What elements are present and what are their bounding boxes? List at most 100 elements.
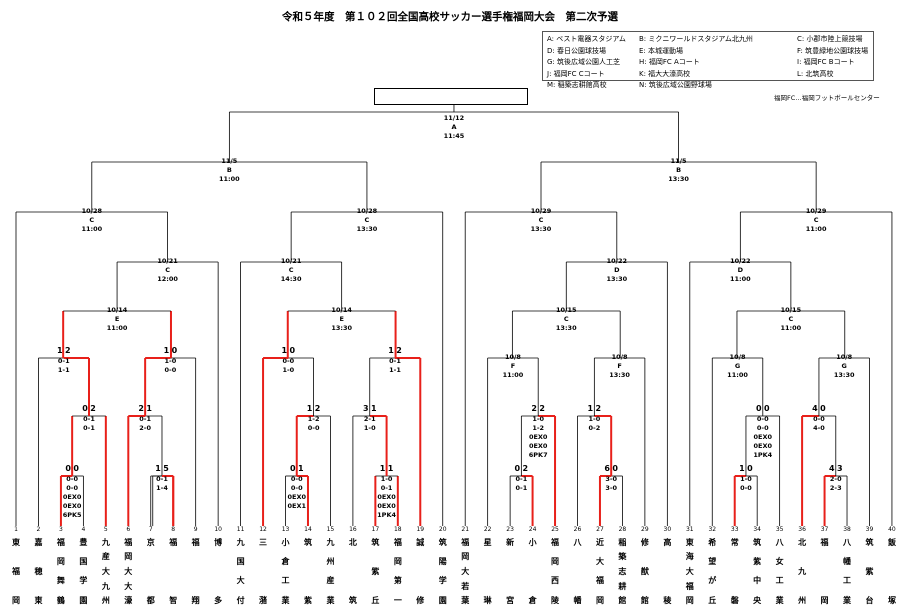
team-name-char: 福: [168, 537, 177, 547]
team-name-char: 福: [11, 566, 20, 576]
score-detail: 0EX0: [63, 502, 82, 510]
team-number: 2: [37, 526, 41, 533]
score-detail: 0-0: [308, 424, 320, 432]
team-name-char: 第: [394, 575, 402, 585]
score-right: 3: [837, 464, 843, 473]
score-detail: 1PK4: [753, 451, 772, 459]
score-left: 1: [164, 346, 170, 355]
score-detail: 0-0: [291, 484, 303, 492]
score-left: 1: [57, 346, 63, 355]
team-name-char: 希: [708, 537, 716, 547]
team-number: 21: [461, 526, 469, 533]
match-time: 11:00: [81, 225, 102, 233]
team-name-char: 岡: [596, 596, 604, 605]
venue-item: F: 筑豊緑地公園球技場: [797, 46, 869, 55]
team-name-char: 福: [685, 581, 694, 591]
team-name-char: 岡: [394, 557, 402, 566]
team-name-char: 修: [640, 537, 650, 547]
team-name-char: 大: [596, 556, 604, 566]
team-name-char: 幡: [843, 556, 852, 566]
team-name-char: 修: [415, 595, 425, 605]
score-right: 1: [371, 404, 377, 413]
score-detail: 1-0: [740, 475, 752, 483]
score-detail: 0EX0: [754, 442, 773, 450]
score-detail: 1-1: [58, 366, 70, 374]
team-name-char: 国: [237, 556, 245, 566]
team-name-char: 都: [146, 595, 155, 605]
venue-item: H: 福岡FC Aコート: [639, 58, 700, 66]
score-detail: 1-0: [282, 366, 294, 374]
champion-box: [374, 88, 528, 105]
team-name-char: 大: [124, 581, 132, 591]
team-name-char: 八: [573, 538, 583, 547]
venue-note: 福岡FC…福岡フットボールセンター: [774, 94, 880, 102]
team-name-char: 八: [842, 538, 852, 547]
score-right: 5: [163, 464, 169, 473]
score-right: 2: [65, 346, 71, 355]
score-right: 0: [290, 346, 296, 355]
team-name-char: 紫: [371, 566, 379, 576]
score-right: 1: [388, 464, 394, 473]
team-name-char: 博: [214, 537, 222, 547]
match-venue: G: [842, 362, 847, 370]
team-name-char: 学: [439, 575, 447, 585]
team-name-char: 岡: [124, 552, 132, 561]
team-name-char: 東: [34, 595, 42, 605]
team-name-char: 東: [686, 537, 694, 547]
team-name-char: 業: [842, 595, 852, 605]
team-name-char: 磐: [731, 595, 739, 605]
score-right: 2: [523, 464, 529, 473]
team-name-char: 福: [820, 537, 829, 547]
score-detail: 0EX0: [529, 433, 548, 441]
venue-item: A: ベスト電器スタジアム: [547, 35, 626, 43]
team-name-char: 海: [686, 551, 694, 561]
match-venue: C: [788, 315, 793, 323]
team-name-char: 潴: [259, 595, 267, 605]
score-detail: 2-3: [830, 484, 842, 492]
match-venue: G: [735, 362, 740, 370]
match-venue: D: [738, 266, 744, 274]
team-name-char: 常: [731, 537, 739, 547]
match-venue: C: [89, 216, 94, 224]
match-time: 11:00: [107, 324, 128, 332]
team-name-char: 福: [550, 537, 559, 547]
score-left: 1: [388, 346, 394, 355]
match-date: 11/12: [444, 114, 464, 122]
score-right: 0: [73, 464, 79, 473]
score-left: 2: [531, 404, 537, 413]
team-number: 24: [529, 526, 537, 533]
team-name-char: 州: [797, 596, 806, 605]
team-name-char: 鶴: [56, 595, 65, 605]
venue-item: G: 筑後広域公園人工芝: [547, 58, 621, 66]
team-name-char: 中: [753, 575, 761, 585]
score-right: 2: [90, 404, 96, 413]
match-time: 13:30: [606, 275, 627, 283]
team-number: 9: [194, 526, 198, 533]
team-number: 26: [574, 526, 582, 533]
score-detail: 0-0: [66, 475, 78, 483]
team-name-char: 多: [214, 595, 222, 605]
venue-item: I: 福岡FC Bコート: [797, 58, 855, 66]
team-name-char: 岡: [821, 596, 829, 605]
score-detail: 0EX0: [377, 493, 396, 501]
team-name-char: 舞: [56, 575, 65, 585]
score-detail: 0EX0: [754, 433, 773, 441]
score-left: 2: [138, 404, 144, 413]
team-name-char: 倉: [281, 556, 291, 566]
match-time: 11:00: [730, 275, 751, 283]
match-venue: C: [365, 216, 370, 224]
team-number: 3: [59, 526, 63, 533]
team-name-char: 東: [12, 537, 20, 547]
score-detail: 0-0: [757, 424, 769, 432]
venue-item: L: 北筑高校: [797, 69, 834, 78]
team-number: 17: [372, 526, 380, 533]
score-left: 0: [756, 404, 762, 413]
team-name-char: 稲: [618, 537, 626, 547]
score-detail: 3-0: [605, 475, 617, 483]
team-name-char: 紫: [865, 566, 873, 576]
team-number: 37: [821, 526, 829, 533]
team-name-char: 大: [102, 566, 110, 576]
score-left: 3: [363, 404, 369, 413]
match-time: 11:00: [219, 175, 240, 183]
match-venue: C: [289, 266, 294, 274]
